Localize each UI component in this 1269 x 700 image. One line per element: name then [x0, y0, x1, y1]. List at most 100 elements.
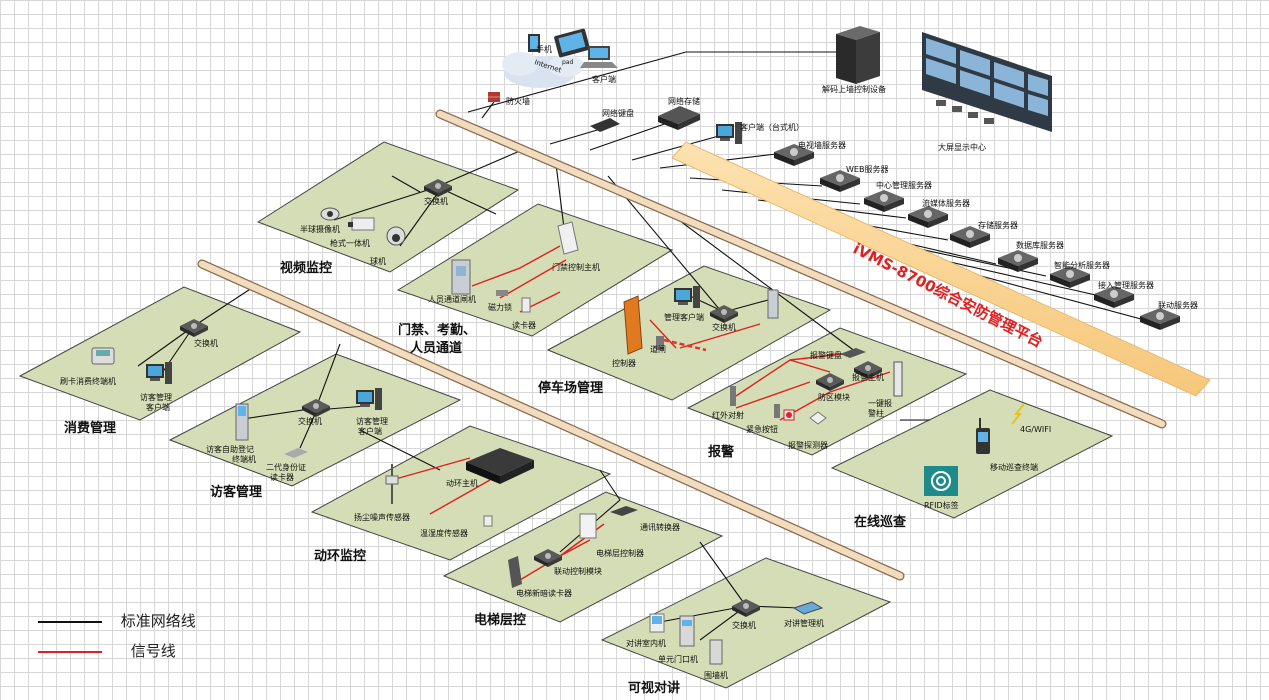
patrol-terminal-label: 移动巡查终端 [990, 462, 1038, 472]
wifi-signal-icon [1011, 403, 1025, 425]
indoor-unit-label: 对讲室内机 [626, 638, 666, 648]
env-host-icon [466, 448, 534, 484]
ir-label: 红外对射 [712, 410, 744, 420]
ball-label: 球机 [370, 256, 386, 266]
door-station-label: 单元门口机 [658, 654, 698, 664]
zone-title-env: 动环监控 [314, 548, 366, 564]
network-storage-icon [658, 106, 700, 130]
server-label: 智能分析服务器 [1054, 260, 1110, 270]
zone-title-elevator: 电梯层控 [474, 612, 526, 628]
consume-switch-label: 交换机 [194, 338, 218, 348]
alarm-host-label: 报警主机 [852, 372, 884, 382]
pad-label: pad [562, 59, 573, 66]
ir-beam-icon [730, 386, 780, 418]
platform-banner: iVMS-8700综合安防管理平台 [671, 141, 1211, 397]
speed-dome-icon [386, 226, 406, 246]
parking-terminal-icon [767, 289, 779, 319]
elevator-reader-icon [508, 556, 522, 588]
zone-title-visitor: 访客管理 [210, 484, 262, 500]
door-controller-label: 门禁控制主机 [552, 262, 600, 272]
server-label: 数据库服务器 [1016, 240, 1064, 250]
visitor-client-label: 访客管理 [356, 416, 388, 426]
client-top-label: 客户端 [592, 74, 616, 84]
alarm-keyboard-icon [840, 348, 866, 358]
pos-terminal-icon [91, 347, 115, 365]
server-icon [864, 190, 904, 212]
turnstile-icon [451, 259, 471, 295]
barrier-icon [656, 336, 707, 352]
elevator-reader-label: 电梯新暗读卡器 [516, 588, 572, 598]
phone-label: 手机 [536, 44, 552, 54]
kiosk-label: 访客自助登记 [206, 444, 254, 454]
zone-plate-visitor [168, 353, 462, 487]
server-icon [908, 206, 948, 228]
server-label: 电视墙服务器 [798, 140, 846, 150]
floor-ctrl-label: 电梯层控制器 [596, 548, 644, 558]
legend-network-label: 标准网络线 [120, 612, 196, 630]
zone-title-intercom: 可视对讲 [628, 680, 680, 696]
rfid-label: RFID标签 [924, 500, 959, 510]
zone-plate-consume [18, 286, 302, 421]
floor-controller-icon [579, 513, 597, 539]
zone-plate-elevator [442, 491, 724, 623]
magnetic-lock-label: 磁力锁 [488, 302, 512, 312]
server-label: 接入管理服务器 [1098, 280, 1154, 290]
zone-title-video: 视频监控 [280, 260, 332, 276]
visitor-switch-label: 交换机 [298, 416, 322, 426]
converter-label: 通讯转换器 [640, 522, 680, 532]
video-wall-label: 大屏显示中心 [938, 142, 986, 152]
kiosk-icon [235, 403, 249, 441]
alarm-detector-icon [809, 411, 827, 425]
parking-client-label: 管理客户端 [664, 312, 704, 322]
dust-sensor-icon [385, 464, 399, 504]
desktop-client-icon [716, 122, 742, 144]
zone-title-parking: 停车场管理 [538, 380, 603, 396]
video-switch-label: 交换机 [424, 196, 448, 206]
parking-controller-icon [623, 295, 643, 355]
card-reader-icon [521, 297, 531, 313]
zone-plate-env [310, 425, 612, 561]
desktop-client-label: 客户端（台式机） [740, 122, 804, 132]
door-controller-icon [557, 221, 579, 255]
server-icon [998, 250, 1038, 272]
pos-terminal-label: 刷卡消费终端机 [60, 376, 116, 386]
net-keyboard-label: 网络键盘 [602, 108, 634, 118]
server-label: 流媒体服务器 [922, 198, 970, 208]
dust-sensor-label: 扬尘噪声传感器 [354, 512, 410, 522]
manager-unit-label: 对讲管理机 [784, 618, 824, 628]
firewall-icon [488, 92, 500, 102]
link-module-label: 联动控制模块 [554, 566, 602, 576]
legend-network-line [38, 620, 102, 623]
bullet-camera-icon [348, 217, 375, 231]
dome-label: 半球摄像机 [300, 224, 340, 234]
temp-sensor-icon [483, 515, 493, 527]
wall-station-label: 围墙机 [704, 670, 728, 680]
decoder-rack-icon [836, 26, 880, 84]
zone-title-consume: 消费管理 [64, 420, 116, 436]
zone-plate-patrol [830, 389, 1114, 519]
firewall-label: 防火墙 [506, 96, 530, 106]
sos-label-2: 警柱 [868, 408, 884, 418]
kiosk-label-2: 终端机 [232, 454, 256, 464]
sos-label: 一键报 [868, 398, 892, 408]
patrol-terminal-icon [976, 418, 990, 454]
wall-station-icon [709, 639, 723, 665]
server-label: 中心管理服务器 [876, 180, 932, 190]
comm-converter-icon [610, 506, 638, 516]
sos-pillar-icon [893, 361, 903, 397]
tablet-icon [554, 28, 590, 58]
zone-title-alarm: 报警 [708, 444, 734, 460]
zone-plate-alarm [686, 327, 968, 456]
indoor-unit-icon [649, 613, 665, 633]
manager-unit-icon [792, 601, 824, 615]
server-label: WEB服务器 [846, 164, 888, 174]
legend-network: 标准网络线 [38, 610, 196, 631]
door-station-icon [679, 615, 695, 647]
decoder-label: 解码上墙控制设备 [822, 84, 886, 94]
internet-cloud-icon [502, 52, 584, 88]
zone-plate-access [396, 203, 674, 337]
dome-camera-icon [320, 207, 340, 221]
env-host-label: 动环主机 [446, 478, 478, 488]
visitor-client-label-2: 客户端 [358, 426, 382, 436]
